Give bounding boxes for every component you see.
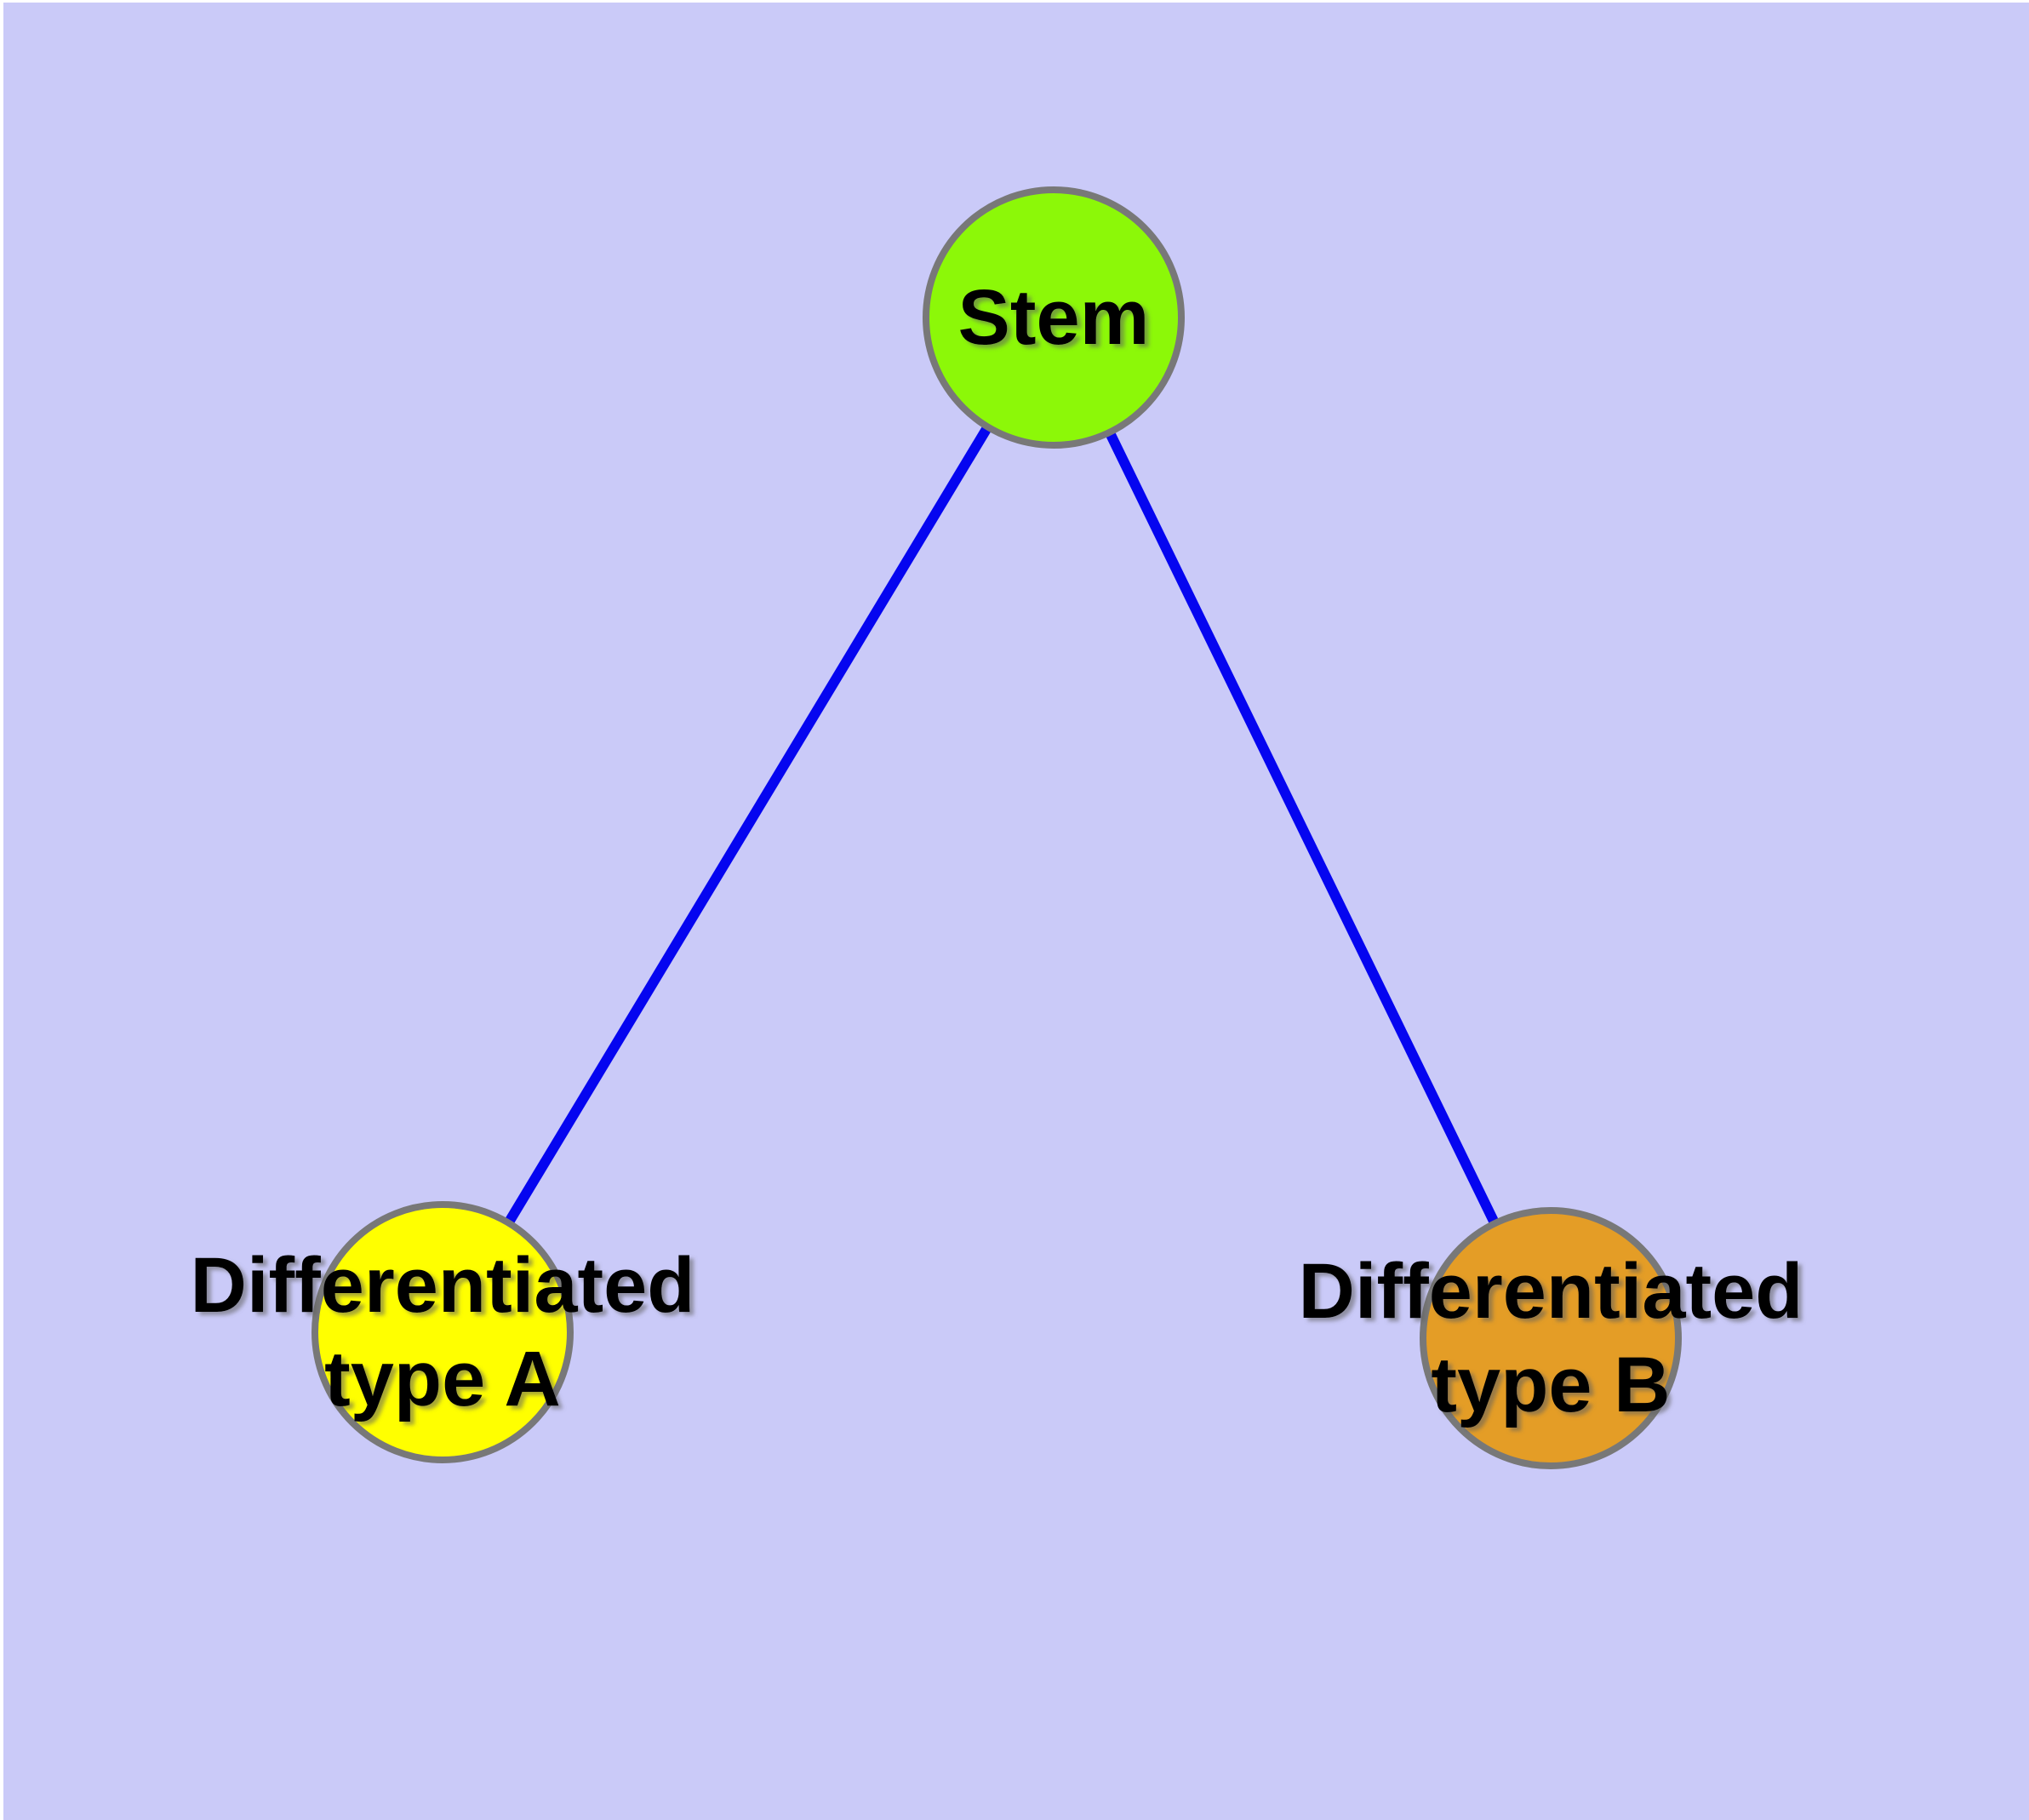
edge-group bbox=[437, 314, 1556, 1341]
edge-stem-to-type-b bbox=[1049, 315, 1556, 1341]
edge-stem-to-type-a bbox=[437, 314, 1059, 1336]
node-group bbox=[311, 186, 1682, 1469]
node-label-type-a-line1: Differentiated bbox=[191, 1242, 695, 1329]
node-label-type-a-line2: type A bbox=[324, 1336, 561, 1422]
node-label-type-b-line2: type B bbox=[1431, 1342, 1670, 1428]
node-differentiated-type-a bbox=[311, 1201, 574, 1463]
node-stem bbox=[923, 186, 1185, 449]
node-label-type-b-line1: Differentiated bbox=[1299, 1248, 1803, 1335]
label-group: Stem Differentiated type A Differentiate… bbox=[191, 274, 1803, 1428]
node-differentiated-type-b bbox=[1420, 1207, 1682, 1469]
node-label-stem: Stem bbox=[958, 274, 1150, 361]
